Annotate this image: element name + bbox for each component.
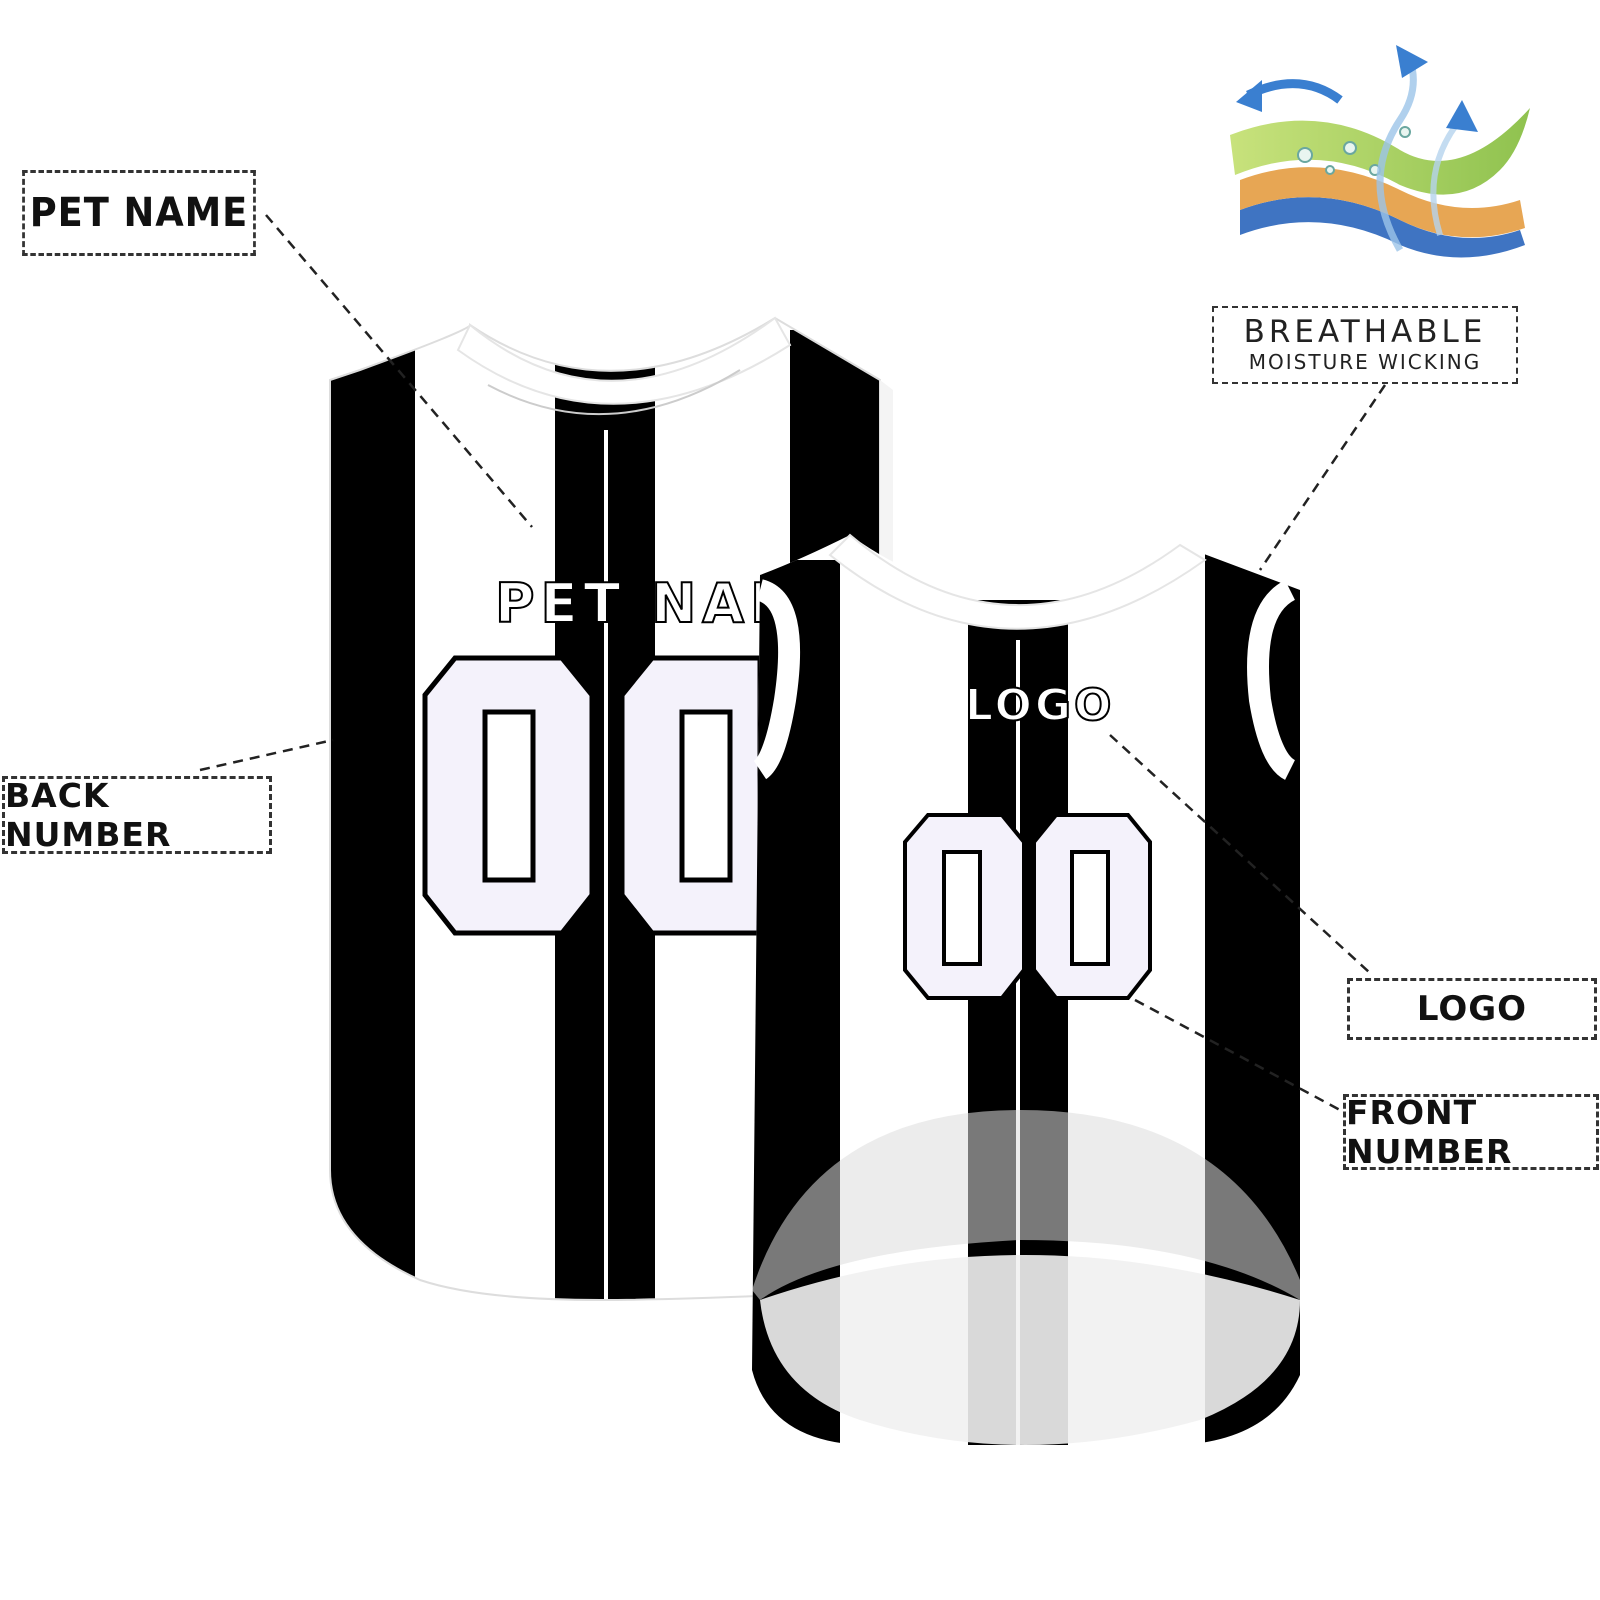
front-jersey: LOGO: [752, 533, 1300, 1445]
leader-lines: [199, 214, 1387, 1112]
front-jersey-number: [903, 813, 1152, 1000]
front-jersey-logo-print: LOGO: [965, 680, 1114, 731]
breathable-label: BREATHABLE: [1243, 314, 1487, 350]
callout-front-number: FRONT NUMBER: [1343, 1093, 1599, 1171]
breathable-fabric-icon: [1230, 45, 1530, 258]
callout-pet-name: PET NAME: [22, 170, 256, 256]
moisture-wicking-label: MOISTURE WICKING: [1248, 350, 1482, 374]
callout-back-number: BACK NUMBER: [2, 776, 272, 854]
callout-breathable: BREATHABLE MOISTURE WICKING: [1212, 306, 1518, 384]
callout-logo: LOGO: [1347, 978, 1597, 1040]
back-jersey-number: [422, 655, 763, 936]
